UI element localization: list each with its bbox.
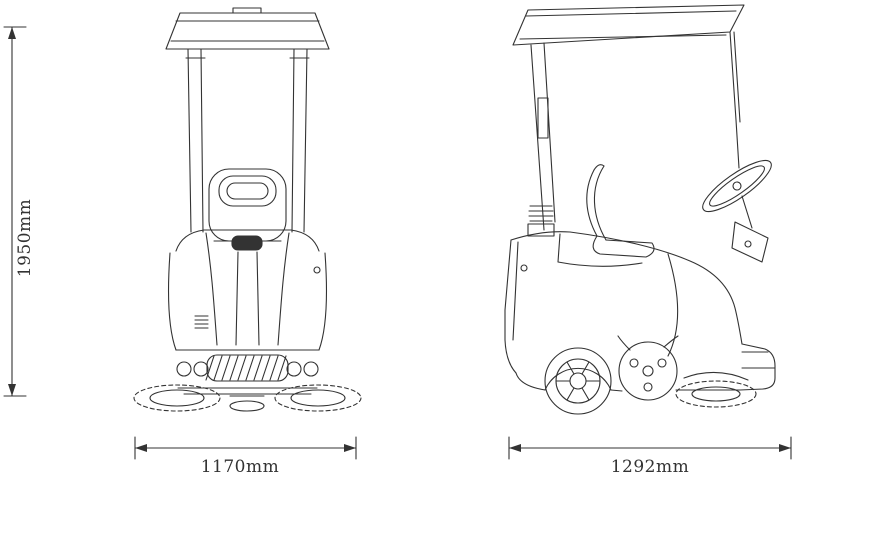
side-brush-left <box>133 384 221 412</box>
side-canopy <box>512 4 745 46</box>
rear-wheel <box>544 347 612 415</box>
headlight <box>193 361 209 377</box>
height-dimension-label: 1950mm <box>15 199 35 278</box>
side-view <box>504 4 776 415</box>
body-knob <box>313 266 321 274</box>
grille-hatch <box>205 355 287 381</box>
brush-guard <box>683 371 749 381</box>
front-grille-and-lights <box>175 349 320 395</box>
engine-stack <box>527 205 555 237</box>
front-view <box>133 7 362 412</box>
headlight <box>286 361 302 377</box>
front-side-brush <box>675 371 757 408</box>
side-brush-right <box>274 384 362 412</box>
wheel-spokes <box>555 361 601 401</box>
front-width-dimension-label: 1170mm <box>201 457 280 477</box>
dimension-front-width: 1170mm <box>134 436 357 477</box>
headlight <box>176 361 192 377</box>
wheel-arch <box>544 367 612 391</box>
side-posts <box>530 31 741 231</box>
grille <box>206 354 289 382</box>
side-body <box>504 231 776 392</box>
front-side-brushes <box>133 384 362 412</box>
side-seat <box>586 164 655 258</box>
brush-deck <box>617 335 679 401</box>
front-body <box>167 229 328 351</box>
side-length-dimension-label: 1292mm <box>611 457 690 477</box>
headlight <box>303 361 319 377</box>
dimension-height: 1950mm <box>3 26 35 397</box>
brand-badge <box>231 235 263 251</box>
squeegee <box>229 400 265 412</box>
steering-column <box>731 195 769 263</box>
front-posts <box>185 48 310 233</box>
steering-wheel <box>702 159 772 213</box>
dimension-side-length: 1292mm <box>508 436 792 477</box>
front-canopy <box>165 7 330 50</box>
vent-lines <box>194 315 209 329</box>
